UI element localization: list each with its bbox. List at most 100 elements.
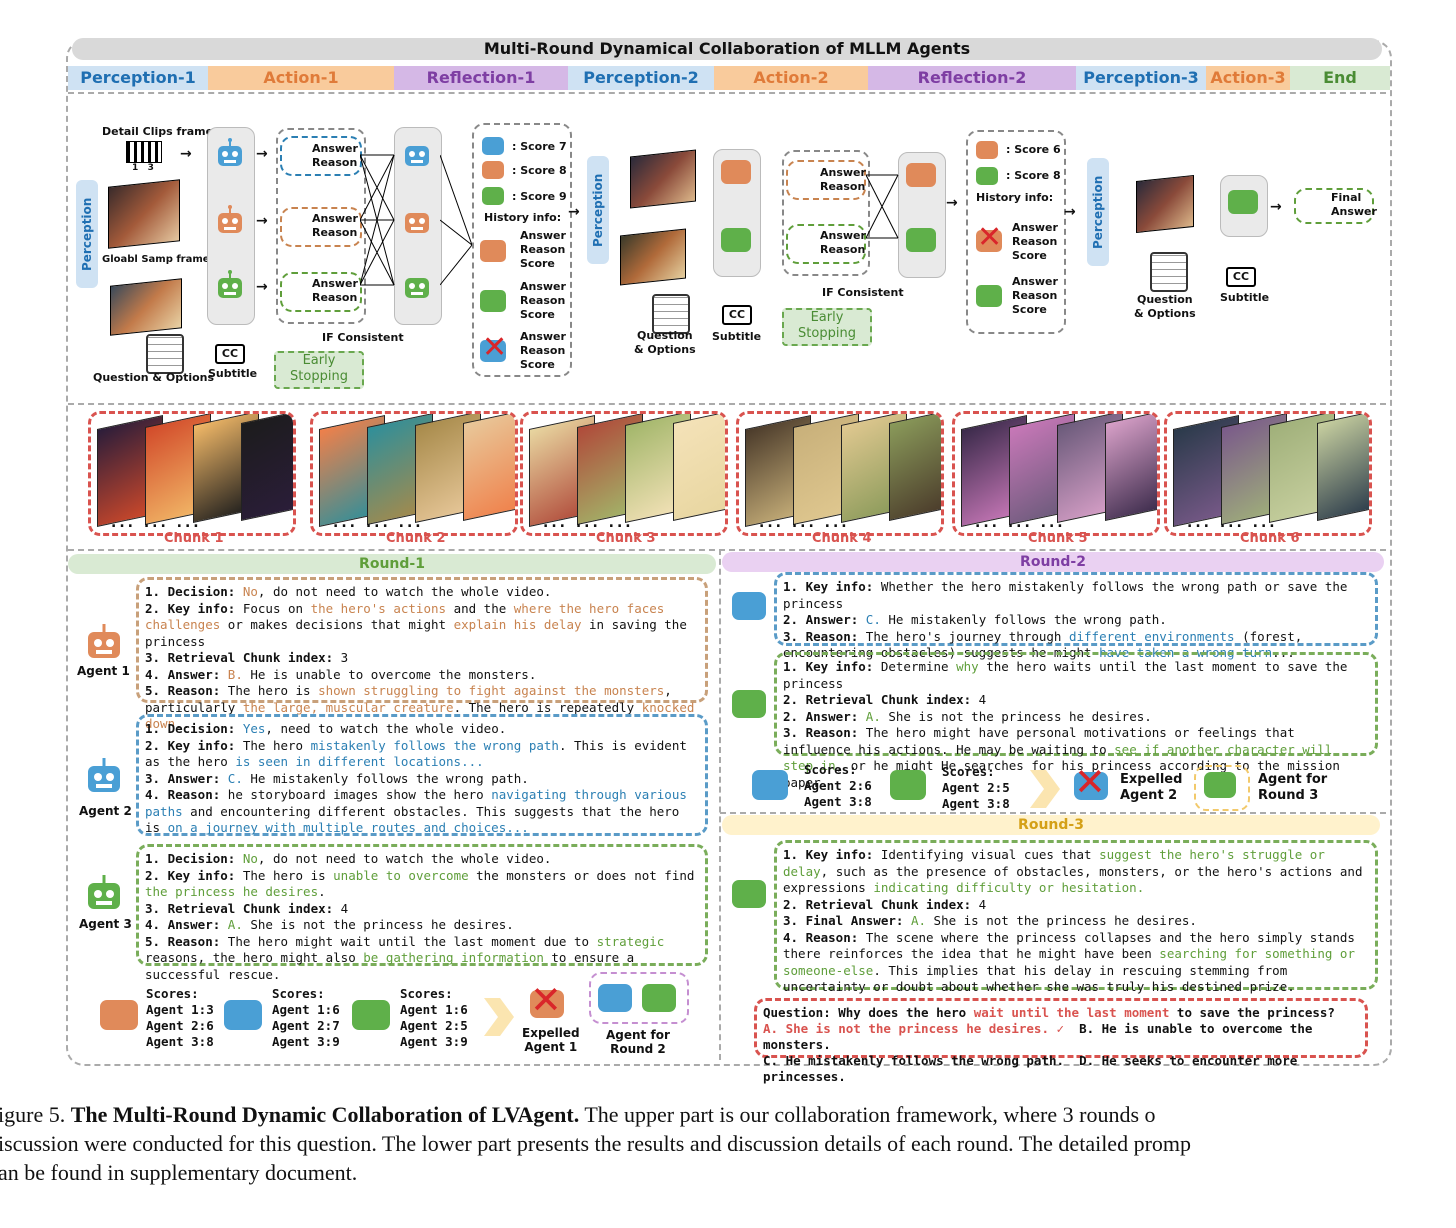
divider xyxy=(720,812,1386,814)
figure-caption: igure 5. The Multi-Round Dynamic Collabo… xyxy=(0,1100,1454,1187)
global-frames-image-2 xyxy=(110,278,182,336)
clip-index-label: 1 3 xyxy=(132,163,154,173)
caption-line-1: The upper part is our collaboration fram… xyxy=(584,1102,1156,1127)
caption-title: The Multi-Round Dynamic Collaboration of… xyxy=(70,1102,580,1127)
robot-orange-icon xyxy=(88,624,120,658)
ellipsis: ... ... ... xyxy=(759,515,850,531)
question-box: Question: Why does the hero wait until t… xyxy=(754,998,1368,1084)
cross-connections xyxy=(360,154,395,286)
next-round-agents-box xyxy=(1194,765,1250,811)
video-frame xyxy=(889,414,941,522)
divider xyxy=(68,92,1386,94)
global-frames-label: Gloabl Samp frame xyxy=(102,254,210,265)
robot-green-icon xyxy=(214,270,246,308)
ellipsis: ... ... ... xyxy=(333,515,424,531)
ellipsis: ... ... ... xyxy=(975,515,1066,531)
arrow-icon: → xyxy=(568,204,580,220)
agent-1-label: Agent 1 xyxy=(77,664,130,678)
video-frame xyxy=(1317,414,1369,522)
clip-frames-image xyxy=(1136,174,1194,234)
chunk-1-frames: ... ... ... xyxy=(88,411,296,536)
cc-icon: CC xyxy=(1226,267,1256,287)
round-2-label: Round-2 xyxy=(722,552,1384,572)
perception-tab-1: Perception xyxy=(76,180,98,288)
question-options-label: Question & Options xyxy=(634,329,696,356)
final-answer-label: Final Answer xyxy=(1331,191,1377,218)
robot-orange-icon xyxy=(976,230,1002,252)
expelled-agent-1-label: Expelled Agent 1 xyxy=(522,1026,580,1054)
next-round-agents-box xyxy=(589,972,689,1024)
history-entry: Answer Reason Score xyxy=(520,229,566,270)
score-label: : Score 8 xyxy=(1006,169,1061,182)
score-box-1 xyxy=(472,123,572,377)
agent-1-response: 1. Decision: No, do not need to watch th… xyxy=(136,577,708,731)
film-strip-icon xyxy=(126,141,162,163)
chunk-2-frames: ... ... ... xyxy=(310,411,518,536)
subtitle-label: Subtitle xyxy=(1220,291,1270,304)
answer-box xyxy=(786,224,866,264)
clip-frames-image xyxy=(630,149,696,209)
chunk-label: Chunk 4 xyxy=(812,531,872,546)
ellipsis: ... ... ... xyxy=(543,515,634,531)
subtitle-label: Subtitle xyxy=(208,367,258,380)
merge-arrows xyxy=(440,154,473,286)
robot-blue-icon xyxy=(224,1000,262,1030)
caption-line-2: iscussion were conducted for this questi… xyxy=(0,1131,1192,1156)
cc-icon: CC xyxy=(722,305,752,325)
chunk-label: Chunk 2 xyxy=(386,531,446,546)
history-entry: Answer Reason Score xyxy=(1012,221,1058,262)
score-label: : Score 8 xyxy=(512,164,567,177)
divider xyxy=(719,549,721,1060)
robot-blue-icon xyxy=(401,138,433,176)
detail-clips-label: Detail Clips frames xyxy=(102,125,220,138)
robot-green-icon xyxy=(480,290,506,312)
score-label: : Score 9 xyxy=(512,190,567,203)
answer-box xyxy=(786,160,866,200)
robot-green-icon xyxy=(890,770,926,800)
robot-orange-icon xyxy=(721,160,751,184)
robot-blue-icon xyxy=(214,138,246,176)
robot-green-icon xyxy=(732,880,766,908)
chunk-label: Chunk 6 xyxy=(1240,531,1300,546)
arrow-icon: → xyxy=(1270,199,1282,215)
chunk-label: Chunk 3 xyxy=(596,531,656,546)
scores-agent-3: Scores: Agent 1:6 Agent 2:5 Agent 3:9 xyxy=(400,986,468,1049)
answer-group-1 xyxy=(276,128,366,324)
ellipsis: ... ... ... xyxy=(111,515,202,531)
robot-blue-icon xyxy=(732,592,766,620)
divider xyxy=(68,403,1386,405)
answer-box xyxy=(280,207,362,247)
agent-3-label: Agent 3 xyxy=(79,917,132,931)
expelled-x-icon: ✕ xyxy=(530,978,562,1022)
answer-group-2 xyxy=(782,150,870,276)
video-frame xyxy=(463,414,515,522)
robot-green-icon xyxy=(1204,772,1236,798)
answer-reason-label: Answer Reason xyxy=(820,166,866,193)
video-frame xyxy=(241,414,293,522)
robot-orange-icon xyxy=(976,141,998,159)
phase-action-2: Action-2 xyxy=(714,66,868,90)
round-3-label: Round-3 xyxy=(722,815,1380,835)
final-answer-box xyxy=(1294,188,1374,224)
question-doc-icon xyxy=(146,334,184,374)
question-doc-icon xyxy=(652,294,690,334)
agent-for-round-2-label: Agent for Round 2 xyxy=(606,1028,670,1056)
arrow-icon: → xyxy=(256,213,268,229)
early-stopping-box: Early Stopping xyxy=(782,308,872,346)
robot-blue-icon xyxy=(752,770,788,800)
question-doc-icon xyxy=(1150,252,1188,292)
caption-figure-number: igure 5. xyxy=(0,1102,66,1127)
ellipsis: ... ... ... xyxy=(1187,515,1278,531)
arrow-icon: → xyxy=(946,195,958,211)
robot-orange-icon xyxy=(906,163,936,187)
expelled-agent-2-label: Expelled Agent 2 xyxy=(1120,772,1183,803)
subtitle-label: Subtitle xyxy=(712,330,762,343)
robot-blue-icon xyxy=(88,758,120,792)
robot-orange-icon xyxy=(401,205,433,243)
round-2-agent-3-response: 1. Key info: Determine why the hero wait… xyxy=(774,652,1378,790)
if-consistent-label: IF Consistent xyxy=(322,331,404,344)
robot-orange-icon xyxy=(214,205,246,243)
robot-blue-icon xyxy=(1074,772,1108,800)
round-2-scores-agent-2: Scores: Agent 2:6 Agent 3:8 xyxy=(804,762,872,809)
phase-end: End xyxy=(1290,66,1390,90)
